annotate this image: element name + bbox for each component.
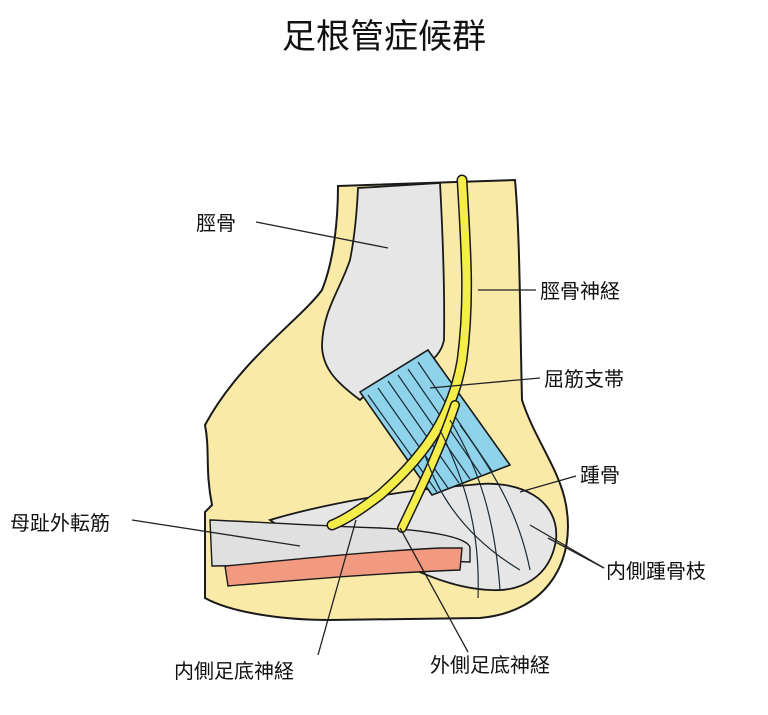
label-flexor-retinaculum: 屈筋支帯 [544, 367, 624, 391]
diagram-title: 足根管症候群 [282, 17, 486, 57]
tibial-nerve [326, 174, 473, 531]
medial-calcaneal-branches [424, 419, 531, 599]
plantar-muscle [224, 547, 463, 587]
label-tibia: 脛骨 [196, 211, 236, 235]
label-medial-plantar-nerve: 内側足底神経 [174, 659, 294, 683]
label-tibial-nerve: 脛骨神経 [540, 279, 620, 303]
label-abductor-hallucis: 母趾外転筋 [10, 511, 110, 535]
label-medial-calcaneal-branch: 内側踵骨枝 [606, 559, 706, 583]
label-lateral-plantar-nerve: 外側足底神経 [430, 653, 550, 677]
leader-lines [131, 221, 605, 656]
tibia-bone [321, 182, 446, 402]
label-calcaneus: 踵骨 [580, 463, 620, 487]
